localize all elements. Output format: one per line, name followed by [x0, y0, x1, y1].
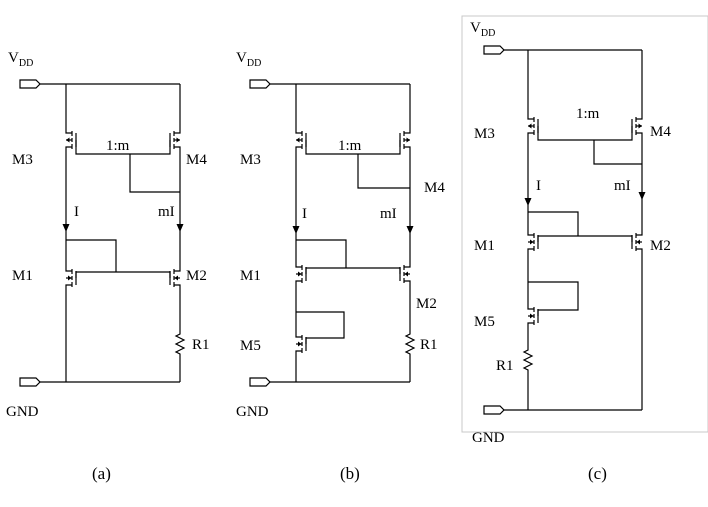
caption-c: (c) — [588, 464, 607, 483]
gnd-port-b — [249, 377, 271, 387]
ratio-label-b: 1:m — [338, 138, 362, 154]
circuit-c: VDD 1:m M3 M4 I mI M1 M2 — [461, 15, 708, 446]
gnd-label-a: GND — [6, 404, 39, 420]
m1-label-b: M1 — [240, 268, 261, 284]
ratio-label-c: 1:m — [576, 106, 600, 122]
r1-label-a: R1 — [192, 337, 210, 353]
m4-label-a: M4 — [186, 152, 207, 168]
circuit-a: VDD 1:m M3 M4 I mI M1 M2 — [6, 50, 210, 420]
gnd-label-b: GND — [236, 404, 269, 420]
m4-label-b: M4 — [424, 180, 445, 196]
m4-transistor-c — [631, 111, 643, 141]
vdd-label-b: VDD — [236, 50, 261, 69]
current-i-label-c: I — [536, 178, 541, 194]
r1-label-c: R1 — [496, 358, 514, 374]
gnd-label-c: GND — [472, 430, 505, 446]
frame-c — [461, 15, 708, 433]
m2-transistor-a — [169, 263, 181, 293]
m4-label-c: M4 — [650, 124, 671, 140]
gnd-port-a — [19, 377, 41, 387]
m1-transistor-c — [527, 227, 539, 257]
m3-transistor-b — [295, 125, 307, 155]
m5-label-b: M5 — [240, 338, 261, 354]
m2-label-c: M2 — [650, 238, 671, 254]
m2-transistor-c — [631, 227, 643, 257]
r1-resistor-b — [405, 329, 415, 359]
m3-label-b: M3 — [240, 152, 261, 168]
m3-label-a: M3 — [12, 152, 33, 168]
m3-transistor-a — [65, 125, 77, 155]
m5-label-c: M5 — [474, 314, 495, 330]
r1-label-b: R1 — [420, 337, 438, 353]
current-mi-label-b: mI — [380, 206, 397, 222]
ratio-label-a: 1:m — [106, 138, 130, 154]
current-i-label-a: I — [74, 204, 79, 220]
r1-resistor-c — [523, 345, 533, 375]
vdd-port-b — [249, 79, 271, 89]
m4-transistor-a — [169, 125, 181, 155]
current-mi-label-a: mI — [158, 204, 175, 220]
m3-label-c: M3 — [474, 126, 495, 142]
m4-transistor-b — [399, 125, 411, 155]
m2-transistor-b — [399, 259, 411, 289]
vdd-label-a: VDD — [8, 50, 33, 69]
m2-label-b: M2 — [416, 296, 437, 312]
vdd-port-c — [483, 45, 505, 55]
caption-b: (b) — [340, 464, 360, 483]
caption-a: (a) — [92, 464, 111, 483]
circuit-b: VDD 1:m M3 M4 I mI M1 M2 — [236, 50, 445, 420]
m3-transistor-c — [527, 111, 539, 141]
gnd-port-c — [483, 405, 505, 415]
vdd-port-a — [19, 79, 41, 89]
m5-transistor-c — [527, 301, 539, 331]
m1-label-c: M1 — [474, 238, 495, 254]
m2-label-a: M2 — [186, 268, 207, 284]
m1-transistor-b — [295, 259, 307, 289]
vdd-label-c: VDD — [470, 20, 495, 39]
m1-transistor-a — [65, 263, 77, 293]
m5-transistor-b — [295, 329, 307, 359]
current-mi-label-c: mI — [614, 178, 631, 194]
r1-resistor-a — [175, 329, 185, 359]
m1-label-a: M1 — [12, 268, 33, 284]
current-i-label-b: I — [302, 206, 307, 222]
